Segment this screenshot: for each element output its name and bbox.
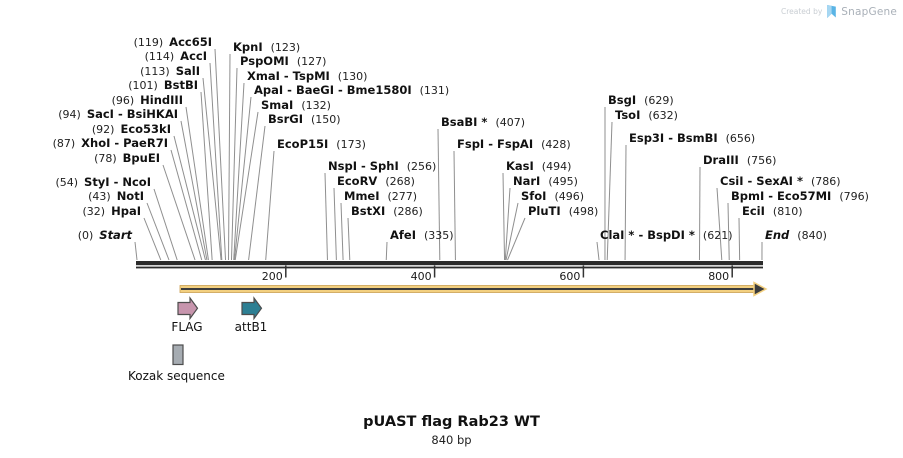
enzyme-label: (94)SacI - BsiHKAI — [58, 107, 178, 122]
map-length: 840 bp — [431, 433, 472, 447]
enzyme-label: (54)StyI - NcoI — [55, 175, 151, 190]
enzyme-label: (96)HindIII — [111, 93, 183, 108]
watermark-created-by: Created by — [781, 7, 823, 16]
enzyme-label: (32)HpaI — [82, 204, 142, 219]
enzyme-label: BsgI(629) — [608, 93, 674, 108]
enzyme-label: (113)SalI — [140, 64, 200, 79]
enzyme-label: (92)Eco53kI — [91, 122, 171, 137]
svg-text:200: 200 — [262, 270, 283, 283]
enzyme-label: NspI - SphI(256) — [328, 159, 437, 174]
enzyme-label: End(840) — [765, 228, 827, 243]
feature-flag — [177, 296, 199, 321]
enzyme-label: XmaI - TspMI(130) — [247, 69, 368, 84]
svg-text:800: 800 — [708, 270, 729, 283]
svg-text:600: 600 — [559, 270, 580, 283]
enzyme-label: SmaI(132) — [261, 98, 331, 113]
watermark-brand: SnapGene — [841, 5, 897, 18]
enzyme-label: BsaBI *(407) — [441, 115, 526, 130]
enzyme-label: PluTI(498) — [528, 204, 599, 219]
enzyme-label: BsrGI(150) — [268, 112, 341, 127]
axis-ticks: 200 400 600 800 — [262, 265, 733, 283]
enzyme-label: (119)Acc65I — [133, 35, 212, 50]
enzyme-label: (101)BstBI — [128, 78, 198, 93]
enzyme-label: BpmI - Eco57MI(796) — [731, 189, 869, 204]
feature-kozak-sequence — [172, 344, 184, 366]
sequence-bar — [136, 261, 763, 269]
enzyme-label: ApaI - BaeGI - Bme1580I(131) — [254, 83, 450, 98]
enzyme-label: (43)NotI — [88, 189, 144, 204]
enzyme-label: BstXI(286) — [351, 204, 423, 219]
enzyme-label: DraIII(756) — [703, 153, 777, 168]
watermark: Created by SnapGene — [781, 4, 897, 19]
feature-label: Kozak sequence — [128, 369, 225, 383]
feature-attb1 — [241, 296, 263, 321]
enzyme-label: NarI(495) — [513, 174, 578, 189]
leader-lines — [134, 48, 763, 261]
snapgene-logo-icon — [826, 4, 837, 19]
enzyme-label: (78)BpuEI — [94, 151, 160, 166]
feature-label: FLAG — [171, 320, 203, 334]
enzyme-label: EcoP15I(173) — [277, 137, 366, 152]
enzyme-label: KasI(494) — [506, 159, 572, 174]
enzyme-label: PspOMI(127) — [240, 54, 327, 69]
enzyme-label: CsiI - SexAI *(786) — [720, 174, 841, 189]
map-title: pUAST flag Rab23 WT — [363, 414, 540, 430]
enzyme-label: FspI - FspAI(428) — [457, 137, 571, 152]
enzyme-label: Esp3I - BsmBI(656) — [629, 131, 756, 146]
enzyme-label: AfeI(335) — [390, 228, 454, 243]
enzyme-label: TsoI(632) — [615, 108, 678, 123]
feature-label: attB1 — [234, 320, 268, 334]
enzyme-label: EciI(810) — [742, 204, 803, 219]
enzyme-label: (114)AccI — [144, 49, 207, 64]
enzyme-label: SfoI(496) — [521, 189, 585, 204]
enzyme-label: KpnI(123) — [233, 40, 301, 55]
construct-arrow — [179, 281, 768, 297]
enzyme-label: ClaI * - BspDI *(621) — [600, 228, 733, 243]
enzyme-label: MmeI(277) — [344, 189, 418, 204]
enzyme-label: (87)XhoI - PaeR7I — [52, 136, 168, 151]
svg-text:400: 400 — [411, 270, 432, 283]
enzyme-label: EcoRV(268) — [337, 174, 415, 189]
enzyme-label: (0)Start — [77, 228, 132, 243]
